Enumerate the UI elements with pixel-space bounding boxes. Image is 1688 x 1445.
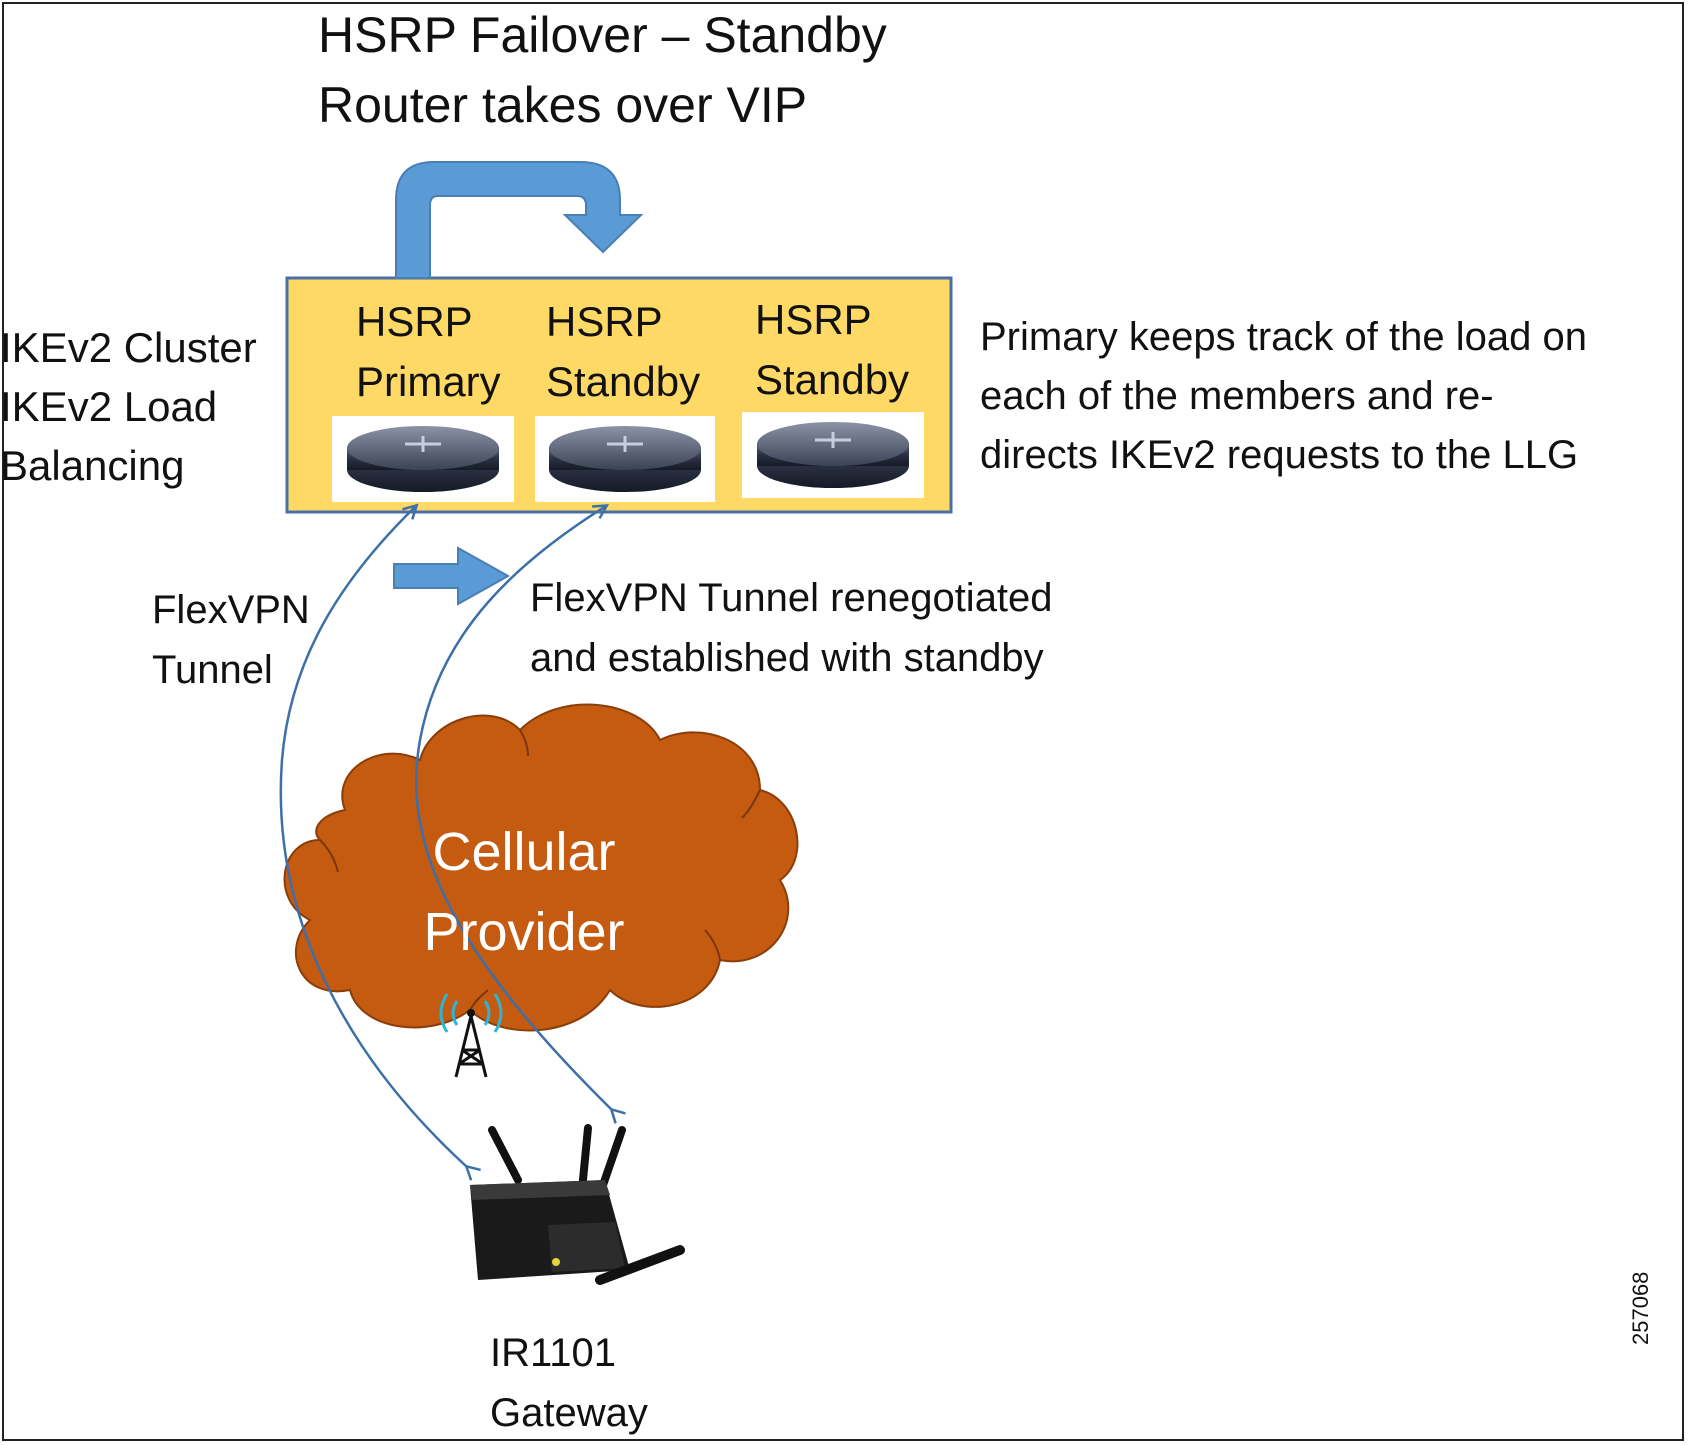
figure-id: 257068 — [1628, 1271, 1653, 1345]
router-label-standby-2: HSRP Standby — [755, 290, 909, 410]
cluster-label: IKEv2 Cluster IKEv2 Load Balancing — [0, 318, 257, 495]
renegotiate-label-line1: FlexVPN Tunnel renegotiated — [530, 576, 1053, 620]
router-icon-standby-2 — [742, 412, 924, 498]
failover-title-line1: HSRP Failover – Standby — [318, 7, 887, 63]
cluster-label-line2: IKEv2 Load — [0, 383, 218, 430]
router-role: HSRP — [356, 298, 473, 345]
cluster-label-line3: Balancing — [0, 442, 185, 489]
tunnel-label: FlexVPN Tunnel — [152, 580, 310, 700]
failover-title-line2: Router takes over VIP — [318, 77, 808, 133]
tunnel-label-line1: FlexVPN — [152, 588, 310, 632]
router-role: HSRP — [546, 298, 663, 345]
cloud-label-line1: Cellular — [432, 822, 616, 882]
primary-note-line1: Primary keeps track of the load on — [980, 315, 1587, 359]
failover-arrow — [395, 161, 644, 279]
router-state: Standby — [755, 356, 910, 403]
tunnel-link-primary — [279, 503, 481, 1181]
primary-note: Primary keeps track of the load on each … — [980, 308, 1587, 485]
tunnel-label-line2: Tunnel — [152, 648, 273, 692]
gateway-label: IR1101 Gateway — [490, 1323, 648, 1443]
failover-title: HSRP Failover – Standby Router takes ove… — [318, 0, 887, 140]
primary-note-line3: directs IKEv2 requests to the LLG — [980, 433, 1579, 477]
router-state: Standby — [546, 358, 701, 405]
router-state: Primary — [356, 358, 501, 405]
renegotiate-label-line2: and established with standby — [530, 636, 1044, 680]
router-icon-primary — [332, 416, 514, 502]
router-label-primary: HSRP Primary — [356, 292, 501, 412]
ir1101-gateway-icon — [470, 1124, 685, 1285]
cloud-label: Cellular Provider — [404, 812, 644, 972]
router-icon-standby-1 — [535, 416, 715, 502]
cluster-label-line1: IKEv2 Cluster — [0, 324, 257, 371]
router-label-standby-1: HSRP Standby — [546, 292, 700, 412]
gateway-label-line2: Gateway — [490, 1391, 648, 1435]
router-role: HSRP — [755, 296, 872, 343]
renegotiate-arrow — [393, 546, 511, 606]
gateway-label-line1: IR1101 — [490, 1331, 617, 1375]
tunnel-link-standby — [415, 504, 626, 1124]
cloud-label-line2: Provider — [423, 902, 625, 962]
primary-note-line2: each of the members and re- — [980, 374, 1494, 418]
renegotiate-label: FlexVPN Tunnel renegotiated and establis… — [530, 568, 1053, 688]
